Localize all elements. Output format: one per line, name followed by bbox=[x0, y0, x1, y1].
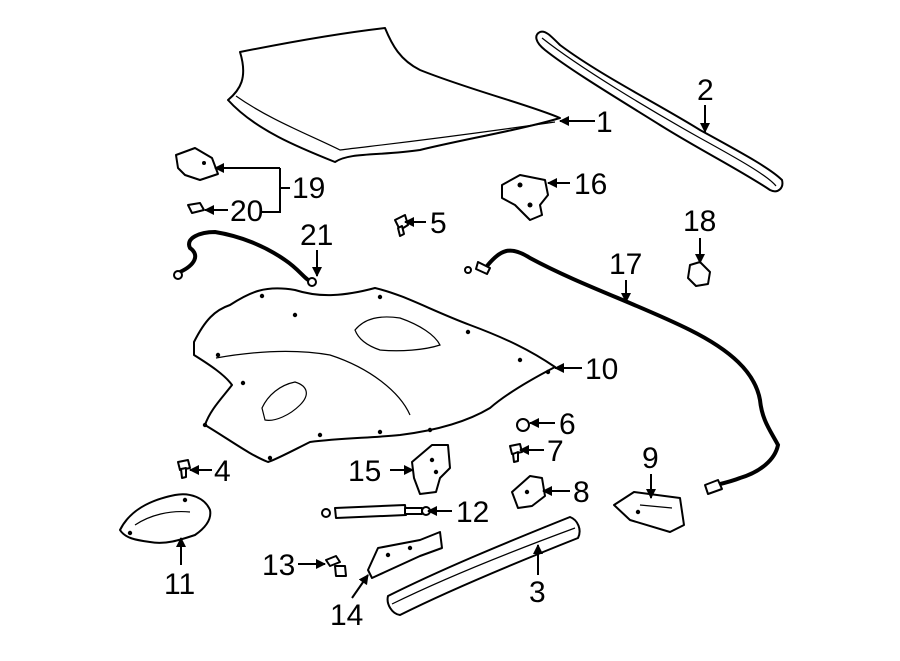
callout-labels: 1 2 3 4 5 6 7 8 9 10 11 12 13 14 15 16 1… bbox=[164, 74, 716, 632]
callout-11: 11 bbox=[164, 568, 195, 601]
hood-latch bbox=[501, 174, 549, 221]
callout-3: 3 bbox=[529, 576, 546, 609]
release-cable bbox=[464, 248, 781, 495]
callout-19: 19 bbox=[292, 172, 325, 205]
bolt-4 bbox=[177, 459, 191, 479]
callout-12: 12 bbox=[456, 496, 489, 529]
gas-strut bbox=[321, 504, 431, 519]
hood-panel bbox=[227, 27, 561, 163]
callout-16: 16 bbox=[574, 168, 607, 201]
callout-7: 7 bbox=[547, 435, 564, 468]
callout-5: 5 bbox=[430, 207, 447, 240]
striker-plate bbox=[613, 491, 685, 533]
washer-hose bbox=[173, 229, 317, 287]
callout-9: 9 bbox=[642, 442, 659, 475]
callout-8: 8 bbox=[573, 476, 590, 509]
callout-1: 1 bbox=[596, 106, 613, 139]
callout-15: 15 bbox=[348, 455, 381, 488]
latch-plate bbox=[411, 444, 451, 495]
callout-10: 10 bbox=[585, 353, 618, 386]
lower-seal bbox=[386, 516, 581, 616]
bracket-8 bbox=[511, 475, 546, 509]
hood-bumper bbox=[175, 147, 219, 181]
clip-18 bbox=[687, 261, 711, 287]
hood-seal bbox=[535, 30, 784, 193]
support-14 bbox=[367, 531, 443, 579]
callout-14: 14 bbox=[330, 599, 363, 632]
bumper-clip bbox=[187, 202, 205, 214]
callout-4: 4 bbox=[214, 455, 231, 488]
callout-20: 20 bbox=[230, 195, 263, 228]
callout-6: 6 bbox=[559, 408, 576, 441]
push-pin-5 bbox=[394, 214, 409, 237]
callout-21: 21 bbox=[300, 219, 333, 252]
bumper-stud bbox=[325, 555, 347, 577]
hood-hinge bbox=[119, 493, 212, 544]
callout-17: 17 bbox=[609, 248, 642, 281]
nut-6 bbox=[516, 418, 530, 432]
hood-insulator bbox=[193, 287, 556, 463]
screw-7 bbox=[509, 443, 523, 463]
callout-18: 18 bbox=[683, 205, 716, 238]
leader-lines bbox=[176, 105, 710, 599]
callout-13: 13 bbox=[262, 549, 295, 582]
callout-2: 2 bbox=[697, 74, 714, 107]
